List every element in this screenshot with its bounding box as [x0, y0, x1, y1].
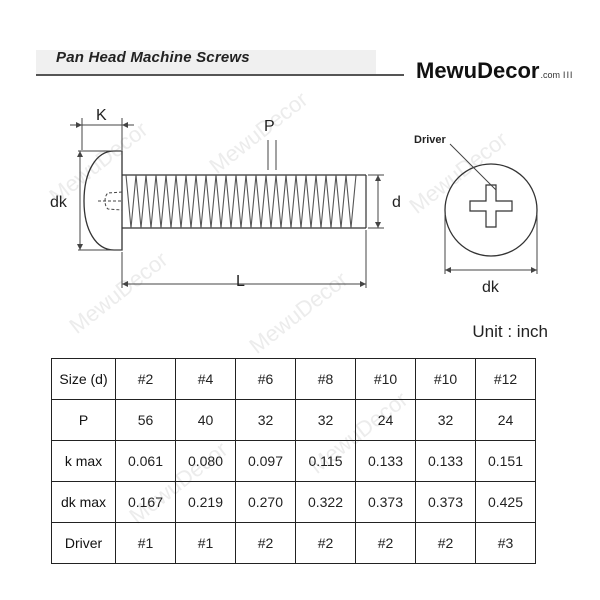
row-header: k max — [51, 440, 116, 482]
brand-name: MewuDecor — [416, 58, 540, 83]
table-cell: 0.151 — [475, 440, 536, 482]
brand-marks: III — [563, 70, 574, 80]
brand-suffix: .com — [540, 70, 560, 80]
table-cell: #2 — [355, 522, 416, 564]
title-underline — [36, 74, 404, 76]
table-cell: #2 — [415, 522, 476, 564]
table-cell: 0.080 — [175, 440, 236, 482]
table-cell: 0.133 — [415, 440, 476, 482]
table-cell: 24 — [475, 399, 536, 441]
table-cell: 0.219 — [175, 481, 236, 523]
table-cell: 0.373 — [355, 481, 416, 523]
label-k: K — [96, 107, 107, 124]
dimension-l — [121, 230, 367, 288]
table-cell: 0.133 — [355, 440, 416, 482]
table-row: Driver#1#1#2#2#2#2#3 — [51, 522, 536, 564]
screw-diagram: K P dk d L Driver dk — [50, 107, 538, 296]
table-cell: 0.373 — [415, 481, 476, 523]
dimension-d — [368, 174, 384, 229]
table-cell: #1 — [115, 522, 176, 564]
table-cell: 40 — [175, 399, 236, 441]
label-p: P — [264, 118, 275, 135]
phillips-cross-icon — [469, 184, 513, 228]
table-cell: 0.425 — [475, 481, 536, 523]
dimension-k — [70, 118, 134, 150]
screw-top-view — [444, 163, 538, 257]
screw-head-outline — [83, 150, 123, 251]
table-cell: 0.061 — [115, 440, 176, 482]
table-cell: #2 — [115, 358, 176, 400]
dimension-dk-top — [444, 214, 538, 274]
label-dk-top: dk — [482, 279, 500, 296]
table-cell: #10 — [355, 358, 416, 400]
table-cell: 0.270 — [235, 481, 296, 523]
row-header: dk max — [51, 481, 116, 523]
table-cell: #8 — [295, 358, 356, 400]
page-title: Pan Head Machine Screws — [56, 49, 250, 66]
driver-leader-line — [449, 143, 497, 191]
table-cell: 0.097 — [235, 440, 296, 482]
unit-label: Unit : inch — [472, 322, 548, 341]
row-header: Driver — [51, 522, 116, 564]
label-dk-side: dk — [50, 194, 68, 211]
table-cell: #3 — [475, 522, 536, 564]
dimension-p — [267, 140, 277, 170]
table-cell: 24 — [355, 399, 416, 441]
table-cell: #10 — [415, 358, 476, 400]
table-cell: 56 — [115, 399, 176, 441]
title-band — [36, 50, 376, 74]
table-cell: 32 — [235, 399, 296, 441]
threaded-shank — [122, 174, 367, 229]
label-d: d — [392, 194, 401, 211]
table-cell: 32 — [415, 399, 476, 441]
table-cell: #1 — [175, 522, 236, 564]
table-cell: #12 — [475, 358, 536, 400]
dimension-dk-side — [77, 150, 122, 251]
table-cell: #2 — [295, 522, 356, 564]
label-l: L — [236, 273, 245, 290]
label-driver: Driver — [414, 134, 447, 146]
row-header: Size (d) — [51, 358, 116, 400]
table-cell: 32 — [295, 399, 356, 441]
table-row: Size (d)#2#4#6#8#10#10#12 — [51, 358, 536, 400]
table-cell: #6 — [235, 358, 296, 400]
table-cell: 0.322 — [295, 481, 356, 523]
table-cell: #2 — [235, 522, 296, 564]
row-header: P — [51, 399, 116, 441]
table-cell: 0.115 — [295, 440, 356, 482]
table-cell: #4 — [175, 358, 236, 400]
table-cell: 0.167 — [115, 481, 176, 523]
